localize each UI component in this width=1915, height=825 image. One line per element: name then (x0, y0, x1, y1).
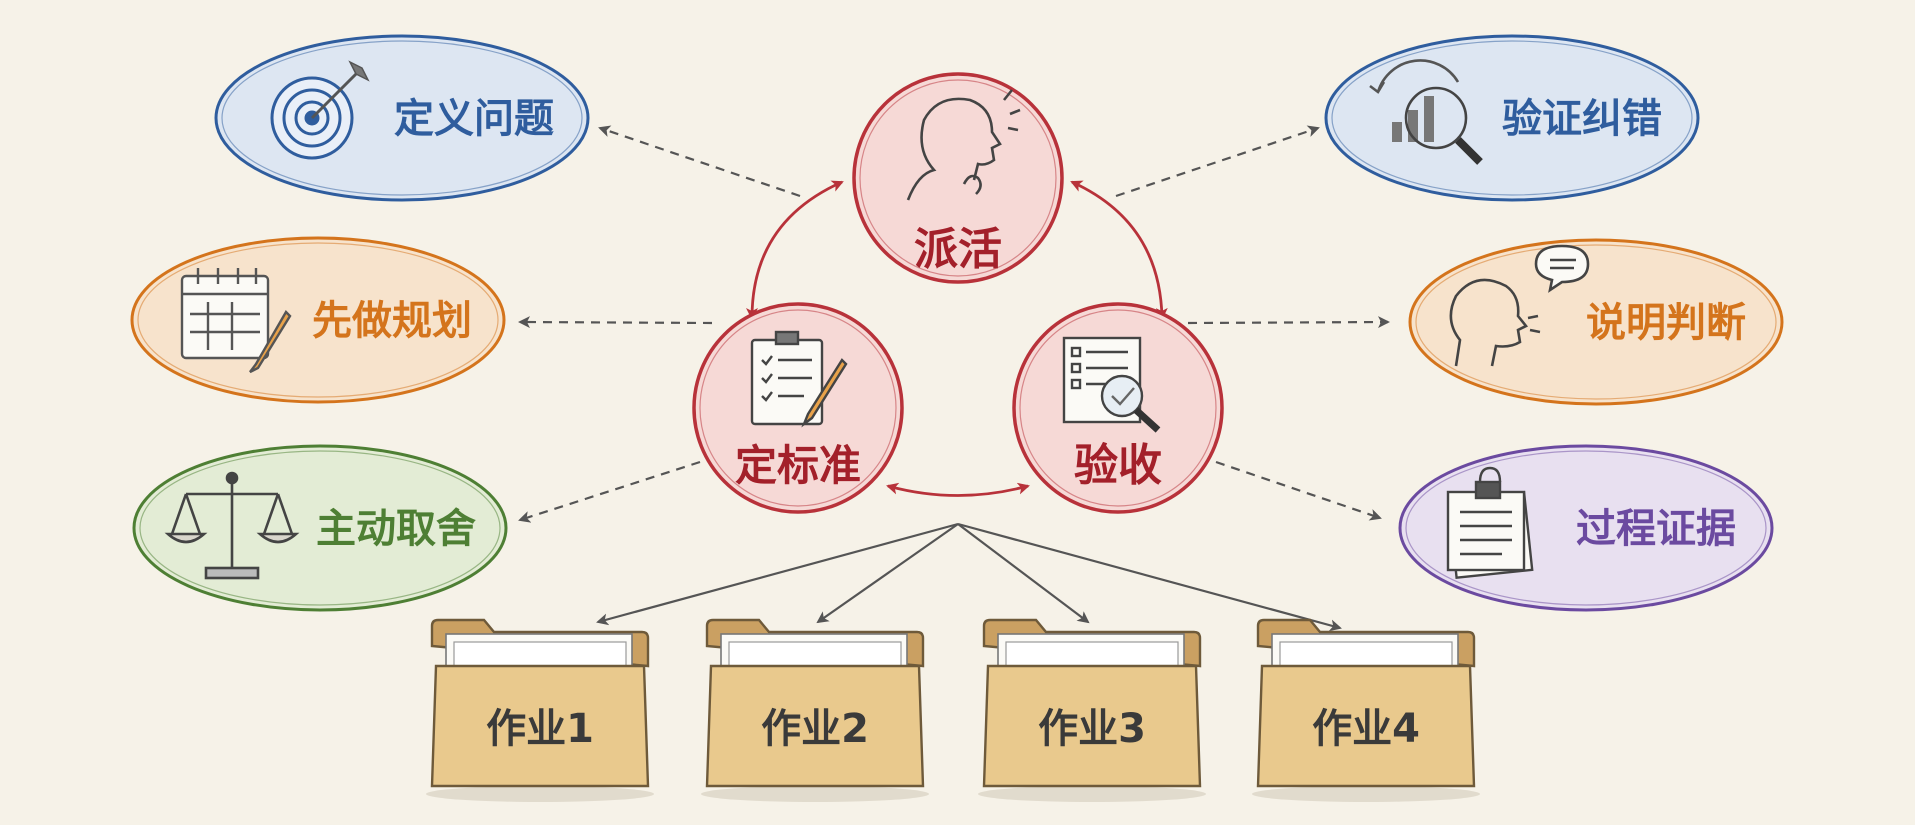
chart-magnifier-icon (1369, 59, 1483, 165)
assignment-folders: 作业1 作业2 作业3 作业4 (426, 618, 1480, 802)
arrow-standard-accept (886, 482, 1030, 497)
speaking-head-icon (1449, 244, 1590, 367)
capability-verify-correct: 验证纠错 (1324, 34, 1700, 202)
connector-assignment-3 (957, 523, 1090, 624)
assignment-folder-2[interactable]: 作业2 (701, 618, 929, 802)
capability-label: 先做规划 (312, 298, 472, 344)
arrow-dispatch-standard (746, 180, 844, 320)
arrow-dispatch-accept (1070, 180, 1168, 320)
center-standard: 定标准 (692, 302, 904, 514)
connector-tradeoff (518, 460, 701, 523)
connector-plan (518, 316, 713, 329)
center-label-dispatch: 派活 (914, 224, 1002, 275)
capability-define-problem: 定义问题 (214, 34, 590, 202)
center-dispatch: 派活 (852, 72, 1064, 284)
connector-define (598, 125, 801, 198)
assignment-label: 作业3 (1038, 706, 1146, 752)
capability-plan-first: 先做规划 (130, 236, 506, 404)
center-label-standard: 定标准 (735, 441, 861, 490)
capability-active-tradeoff: 主动取舍 (132, 444, 508, 612)
target-icon (270, 60, 370, 160)
capability-process-evidence: 过程证据 (1398, 444, 1774, 612)
connectors-assignments (596, 522, 1342, 632)
assignment-folder-3[interactable]: 作业3 (978, 618, 1206, 802)
connector-assignment-2 (816, 523, 959, 624)
thinking-person-icon (906, 89, 1021, 201)
assignment-label: 作业4 (1312, 706, 1420, 752)
capability-label: 主动取舍 (316, 506, 476, 552)
calendar-pencil-icon (180, 268, 292, 374)
assignment-label: 作业1 (486, 706, 594, 752)
document-magnifier-icon (1062, 336, 1161, 433)
connector-evidence (1215, 460, 1382, 521)
assignment-label: 作业2 (761, 706, 869, 752)
scale-icon (164, 471, 300, 580)
capability-label: 验证纠错 (1502, 96, 1662, 142)
documents-clip-icon (1446, 466, 1534, 580)
connector-explain (1187, 316, 1390, 329)
center-cycle-arrows (746, 180, 1168, 497)
center-label-accept: 验收 (1074, 440, 1162, 491)
connector-assignment-1 (596, 522, 959, 626)
connector-verify (1115, 125, 1320, 198)
assignment-folder-4[interactable]: 作业4 (1252, 618, 1480, 802)
center-accept: 验收 (1012, 302, 1224, 514)
assignment-folder-1[interactable]: 作业1 (426, 618, 654, 802)
capability-label: 说明判断 (1586, 300, 1746, 346)
clipboard-checklist-icon (750, 330, 848, 428)
connector-assignment-4 (957, 522, 1342, 632)
capability-label: 过程证据 (1576, 506, 1736, 552)
capability-explain-judgment: 说明判断 (1408, 238, 1784, 406)
capability-label: 定义问题 (394, 96, 554, 142)
